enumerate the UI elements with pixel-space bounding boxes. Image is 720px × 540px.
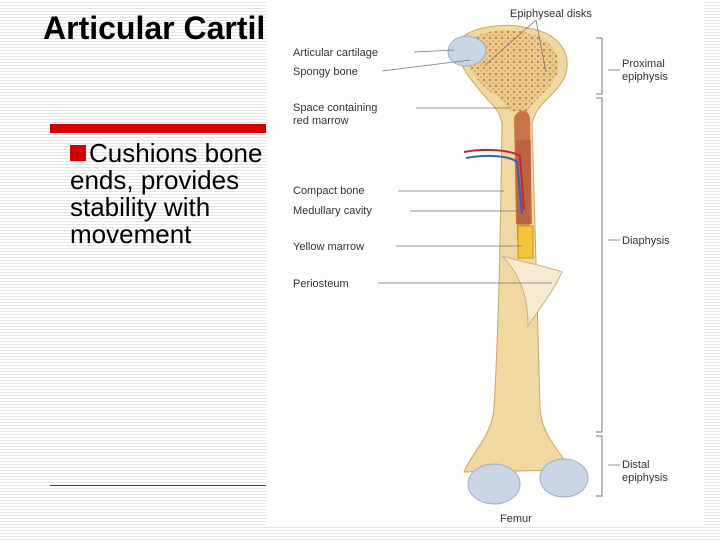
figure-caption: Femur <box>500 513 532 525</box>
periosteum-flap <box>501 255 563 328</box>
bullet-item: Cushions bone ends, provides stability w… <box>70 140 270 248</box>
bullet-text: Cushions bone ends, provides stability w… <box>70 138 263 249</box>
label-articular-cartilage: Articular cartilage <box>293 47 378 59</box>
bracket-diaphysis <box>596 97 603 433</box>
leader-spongy-bone <box>381 59 471 72</box>
label-diaphysis: Diaphysis <box>622 235 670 247</box>
femur-diagram-svg: Epiphyseal disks Articular cartilage Spo… <box>293 8 670 525</box>
distal-condyle-right <box>539 458 589 498</box>
vein <box>465 154 523 215</box>
bottom-rule <box>50 485 272 486</box>
label-medullary-cavity: Medullary cavity <box>293 205 372 217</box>
artery <box>463 148 525 211</box>
leader-articular-cartilage <box>413 49 455 53</box>
title-underline <box>50 124 272 133</box>
label-epiphyseal-disks: Epiphyseal disks <box>510 8 592 20</box>
label-proximal-epiphysis-line2: epiphysis <box>622 71 668 83</box>
label-space-red-marrow-line1: Space containing <box>293 102 377 114</box>
label-proximal-epiphysis-line1: Proximal <box>622 58 665 70</box>
bracket-distal-epiphysis <box>596 435 603 497</box>
femur-bone-shape <box>456 24 571 473</box>
femur-diagram: Epiphyseal disks Articular cartilage Spo… <box>266 0 704 526</box>
bracket-proximal-epiphysis <box>596 37 603 95</box>
articular-cartilage-cap <box>447 35 487 67</box>
leader-epiphyseal-disk-2 <box>535 19 547 73</box>
label-periosteum: Periosteum <box>293 278 349 290</box>
label-compact-bone: Compact bone <box>293 185 365 197</box>
spongy-bone-region <box>465 30 559 113</box>
label-yellow-marrow: Yellow marrow <box>293 241 364 253</box>
distal-condyle-left <box>467 463 521 505</box>
label-spongy-bone: Spongy bone <box>293 66 358 78</box>
leader-epiphyseal-disk-1 <box>483 19 537 67</box>
label-distal-epiphysis-line1: Distal <box>622 459 650 471</box>
label-space-red-marrow-line2: red marrow <box>293 115 349 127</box>
label-distal-epiphysis-line2: epiphysis <box>622 472 668 484</box>
yellow-marrow <box>517 225 534 259</box>
bullet-square-icon <box>70 145 86 161</box>
